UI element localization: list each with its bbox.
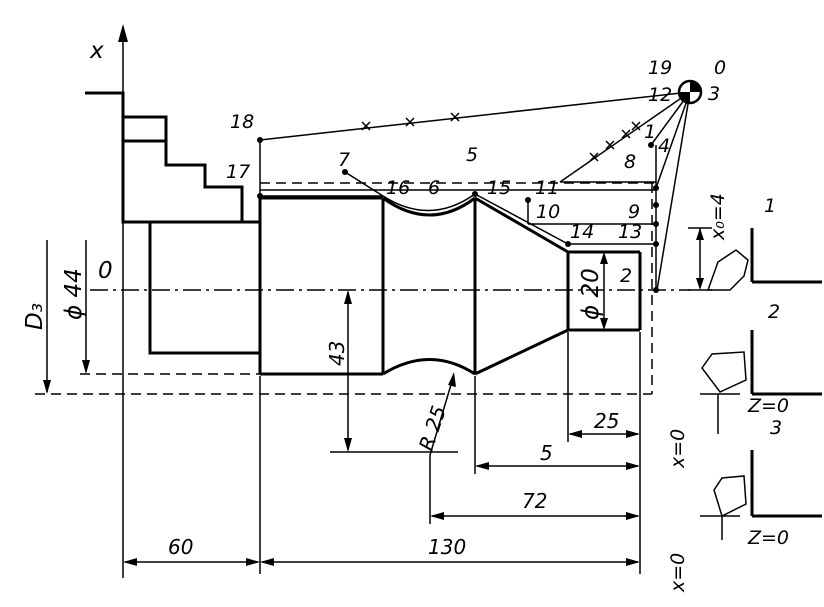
point-12-label: 12 bbox=[648, 84, 672, 106]
point-5-label: 5 bbox=[466, 144, 478, 166]
point-1-label: 1 bbox=[644, 121, 656, 143]
dimension-60-label: 60 bbox=[168, 535, 193, 559]
point-19-label: 19 bbox=[648, 57, 672, 79]
diameter-phi44: ϕ 44 bbox=[61, 240, 90, 374]
start-point-symbol bbox=[677, 79, 703, 105]
dimension-5: 5 bbox=[474, 376, 640, 474]
dimension-43: 43 bbox=[325, 290, 458, 453]
dimension-43-label: 43 bbox=[325, 341, 349, 366]
origin-label: 0 bbox=[98, 258, 113, 284]
point-10-label: 10 bbox=[536, 201, 560, 223]
tool-2-number: 2 bbox=[768, 301, 780, 323]
workpiece bbox=[148, 196, 642, 376]
dimension-r25-label: R 25 bbox=[414, 403, 451, 454]
dimension-72-label: 72 bbox=[522, 489, 547, 513]
tool-3-x-label: x=0 bbox=[667, 553, 689, 593]
point-9-label: 9 bbox=[628, 201, 640, 223]
dimension-5-label: 5 bbox=[540, 441, 553, 465]
tool-1-number: 1 bbox=[764, 195, 776, 217]
diameter-d3-label: D₃ bbox=[22, 303, 48, 330]
tool-2-x-label: x=0 bbox=[667, 429, 689, 469]
point-6-label: 6 bbox=[428, 177, 440, 199]
tool-2: 2 Z=0 3 x=0 bbox=[667, 301, 822, 469]
point-15-label: 15 bbox=[487, 177, 511, 199]
reference-lines bbox=[35, 182, 655, 395]
x-axis-label: x bbox=[89, 38, 104, 64]
diameter-phi20: ϕ 20 bbox=[578, 252, 608, 330]
dimension-72: 72 bbox=[429, 455, 640, 524]
dimension-25-label: 25 bbox=[594, 409, 619, 433]
diameter-d3: D₃ bbox=[22, 240, 51, 394]
point-0-label: 0 bbox=[714, 57, 726, 79]
point-2-label: 2 bbox=[620, 265, 632, 287]
point-17-label: 17 bbox=[226, 161, 250, 183]
point-18-label: 18 bbox=[230, 111, 254, 133]
dimension-130: 130 bbox=[259, 332, 641, 574]
chuck-jaws bbox=[85, 91, 244, 224]
center-line: 0 bbox=[90, 258, 690, 291]
point-14-label: 14 bbox=[570, 221, 594, 243]
point-8-label: 8 bbox=[624, 151, 636, 173]
tool-offset-label: x₀=4 bbox=[707, 193, 729, 241]
point-3-label: 3 bbox=[708, 83, 720, 105]
dimension-60: 60 bbox=[123, 535, 260, 566]
point-13-label: 13 bbox=[618, 221, 642, 243]
point-labels: 18 17 7 16 6 5 15 11 10 14 13 9 8 1 4 2 … bbox=[226, 57, 726, 287]
dimension-25: 25 bbox=[567, 332, 640, 442]
rapid-marks bbox=[361, 112, 641, 162]
point-7-label: 7 bbox=[338, 149, 350, 171]
tool-3: Z=0 x=0 bbox=[667, 450, 822, 593]
tool-2-z-label: Z=0 bbox=[747, 395, 789, 417]
point-11-label: 11 bbox=[535, 177, 559, 199]
tool-3-number: 3 bbox=[770, 417, 782, 439]
dimension-r25: R 25 bbox=[414, 372, 456, 456]
point-16-label: 16 bbox=[386, 177, 410, 199]
tool-1: 1 bbox=[706, 195, 822, 291]
tool-offset-callout: x₀=4 bbox=[688, 193, 729, 291]
dimension-130-label: 130 bbox=[428, 535, 466, 559]
diameter-phi20-label: ϕ 20 bbox=[578, 268, 604, 320]
tool-3-z-label: Z=0 bbox=[747, 527, 789, 549]
diameter-phi44-label: ϕ 44 bbox=[61, 268, 87, 320]
point-4-label: 4 bbox=[658, 135, 670, 157]
